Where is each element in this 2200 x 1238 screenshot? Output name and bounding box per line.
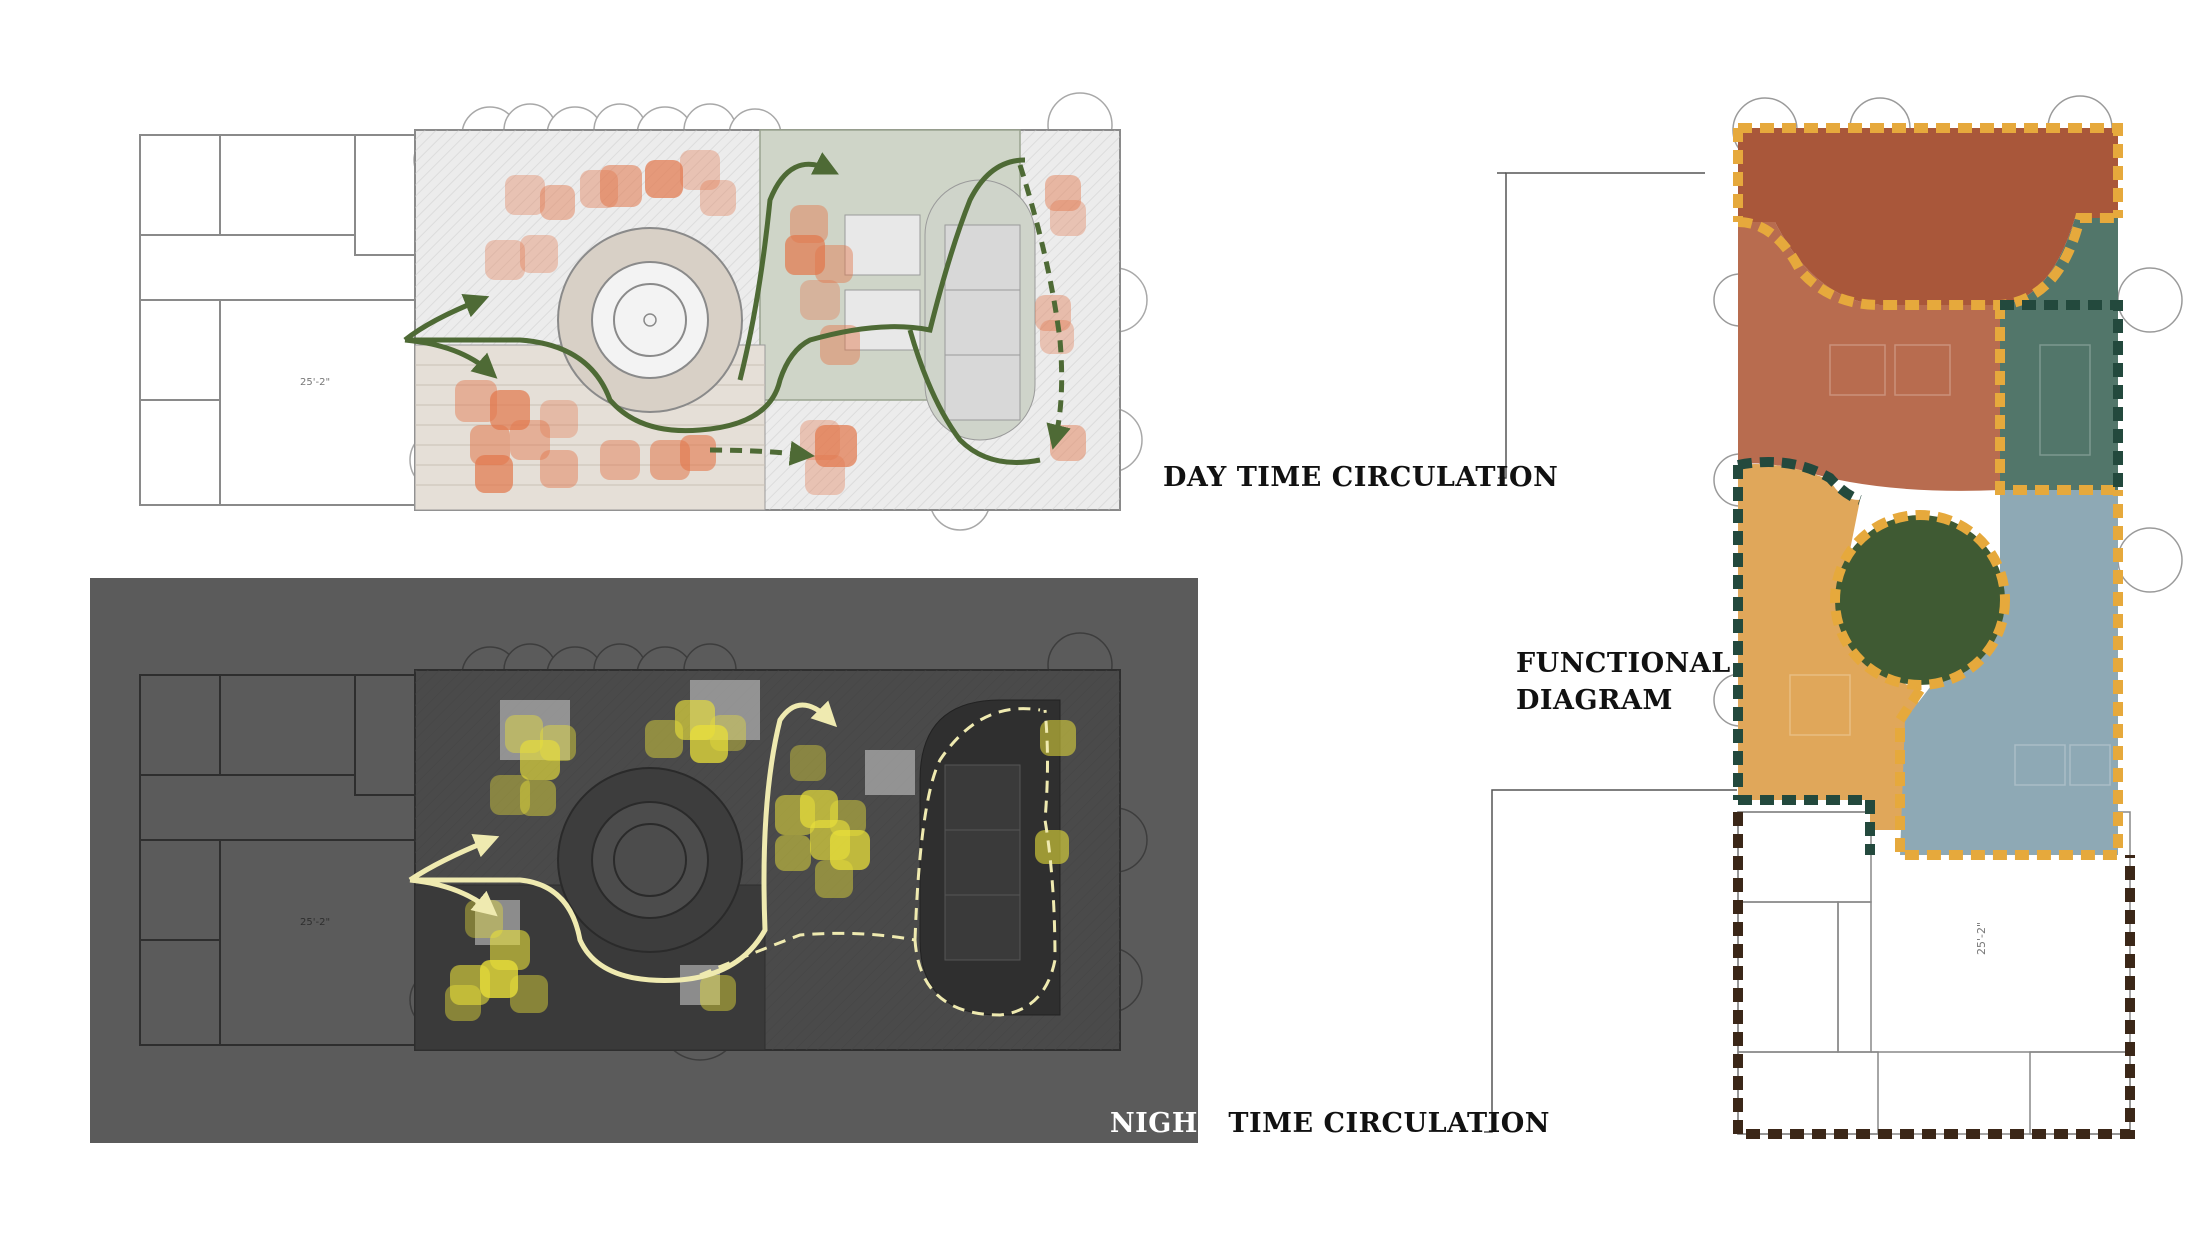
zone-teal	[2000, 218, 2118, 490]
night-light-squares	[475, 680, 915, 1005]
day-time-plan: 25'-2"	[139, 92, 1148, 531]
zone-ochre	[1738, 464, 1920, 830]
existing-building-zone	[1737, 811, 2131, 1135]
night-existing-building	[139, 674, 416, 1046]
day-dimension-note: 25'-2"	[300, 377, 330, 388]
zone-blue	[1900, 490, 2118, 855]
day-cabanas	[844, 214, 1021, 421]
night-time-circulation-label: NIGHT TIME CIRCULATION	[1110, 1108, 1550, 1139]
day-circulation-arrows	[403, 152, 1071, 466]
functional-diagram-label-line1: FUNCTIONAL	[1516, 648, 1731, 679]
functional-diagram: 25'-2"	[1713, 95, 2183, 1139]
night-circulation-arrows	[408, 700, 1057, 1017]
zone-borders	[1733, 123, 2135, 1139]
night-dimension-note: 25'-2"	[300, 917, 330, 928]
functional-diagram-label: FUNCTIONAL DIAGRAM	[1516, 645, 1731, 719]
night-time-plan: 25'-2"	[90, 578, 1198, 1143]
night-time-circulation-label-part1: NIGHT	[1110, 1108, 1219, 1139]
day-time-circulation-label: DAY TIME CIRCULATION	[1163, 462, 1559, 493]
night-time-circulation-label-part2: TIME CIRCULATION	[1218, 1108, 1550, 1139]
functional-diagram-label-line2: DIAGRAM	[1516, 685, 1673, 716]
day-existing-building	[139, 134, 416, 506]
zone-center-green	[1835, 515, 2005, 685]
leader-lines	[1484, 172, 1737, 1133]
day-seating-clusters	[455, 150, 1086, 495]
night-seating-clusters	[445, 700, 1076, 1021]
zone-mid-rust	[1738, 222, 2000, 491]
zone-top-terracotta	[1738, 128, 2118, 305]
functional-dimension-note: 25'-2"	[1975, 922, 1988, 955]
